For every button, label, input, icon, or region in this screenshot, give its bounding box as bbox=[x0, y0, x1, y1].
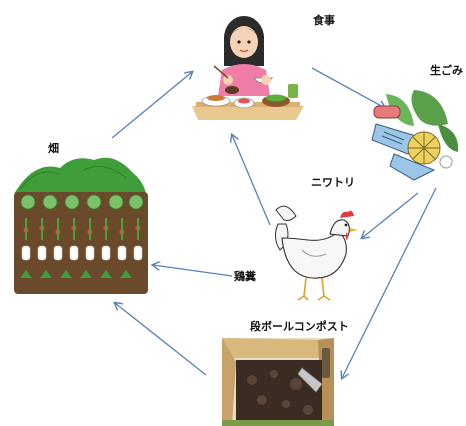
food-waste-label: 生ごみ bbox=[430, 64, 463, 77]
arrow-chicken-to-meal bbox=[232, 135, 271, 226]
arrow-manure-to-field bbox=[153, 265, 233, 277]
arrow-compost-to-field bbox=[115, 303, 207, 376]
cardboard-compost-illustration bbox=[222, 338, 334, 426]
field-illustration bbox=[14, 157, 148, 294]
meal-illustration bbox=[192, 16, 304, 120]
chicken-manure-label: 鶏糞 bbox=[234, 270, 256, 283]
chicken-label: ニワトリ bbox=[311, 176, 355, 189]
arrow-meal-to-foodwaste bbox=[311, 67, 385, 108]
cardboard-compost-label: 段ボールコンポスト bbox=[250, 320, 349, 333]
arrow-field-to-meal bbox=[111, 72, 192, 139]
arrow-foodwaste-to-chicken bbox=[362, 192, 419, 238]
arrow-foodwaste-to-compost bbox=[342, 187, 437, 378]
chicken-illustration bbox=[274, 205, 358, 301]
meal-label: 食事 bbox=[313, 14, 335, 27]
food-waste-illustration bbox=[371, 90, 459, 181]
field-label: 畑 bbox=[48, 142, 59, 155]
